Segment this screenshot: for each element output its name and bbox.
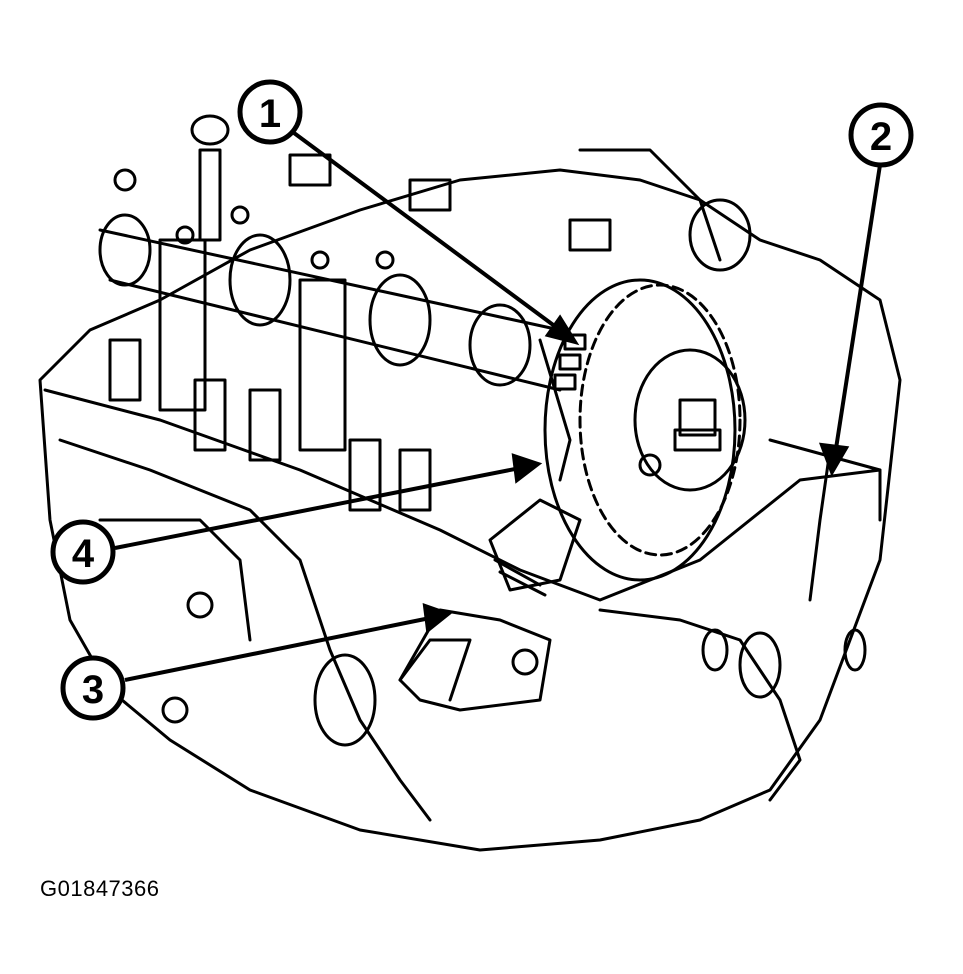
- leader-2: [818, 164, 882, 477]
- head-corner-line: [768, 438, 882, 522]
- housing-line: [98, 518, 252, 642]
- callout-4: 4: [50, 519, 116, 585]
- cylinder-head-outline: [38, 168, 902, 852]
- callout-2-label: 2: [870, 115, 892, 159]
- callout-1-label: 1: [259, 92, 281, 136]
- oil-control-solenoid: [488, 498, 582, 597]
- sprocket-bolt: [673, 398, 722, 452]
- front-cover-holes: [313, 628, 867, 747]
- callout-2: 2: [848, 102, 914, 168]
- intake-tube: [578, 148, 722, 262]
- callout-1: 1: [237, 79, 303, 145]
- leader-4: [114, 453, 543, 550]
- cam-sprocket-chain: [538, 278, 747, 582]
- block-lower-edge: [58, 438, 432, 822]
- cam-position-sensor: [398, 608, 552, 712]
- intake-port: [688, 198, 752, 272]
- leader-1: [288, 128, 580, 346]
- bolts: [113, 168, 662, 724]
- leader-3: [124, 603, 453, 682]
- block-front-face: [598, 608, 802, 802]
- figure-id: G01847366: [40, 876, 160, 901]
- callout-4-label: 4: [72, 532, 95, 576]
- callout-3: 3: [60, 655, 126, 721]
- valve-springs: [108, 338, 432, 512]
- bearing-caps: [158, 114, 347, 452]
- timing-marks: [553, 333, 587, 391]
- head-edge-line: [808, 448, 832, 602]
- fuel-injectors: [288, 153, 612, 252]
- callout-3-label: 3: [82, 668, 104, 712]
- head-deck-edge: [43, 388, 882, 602]
